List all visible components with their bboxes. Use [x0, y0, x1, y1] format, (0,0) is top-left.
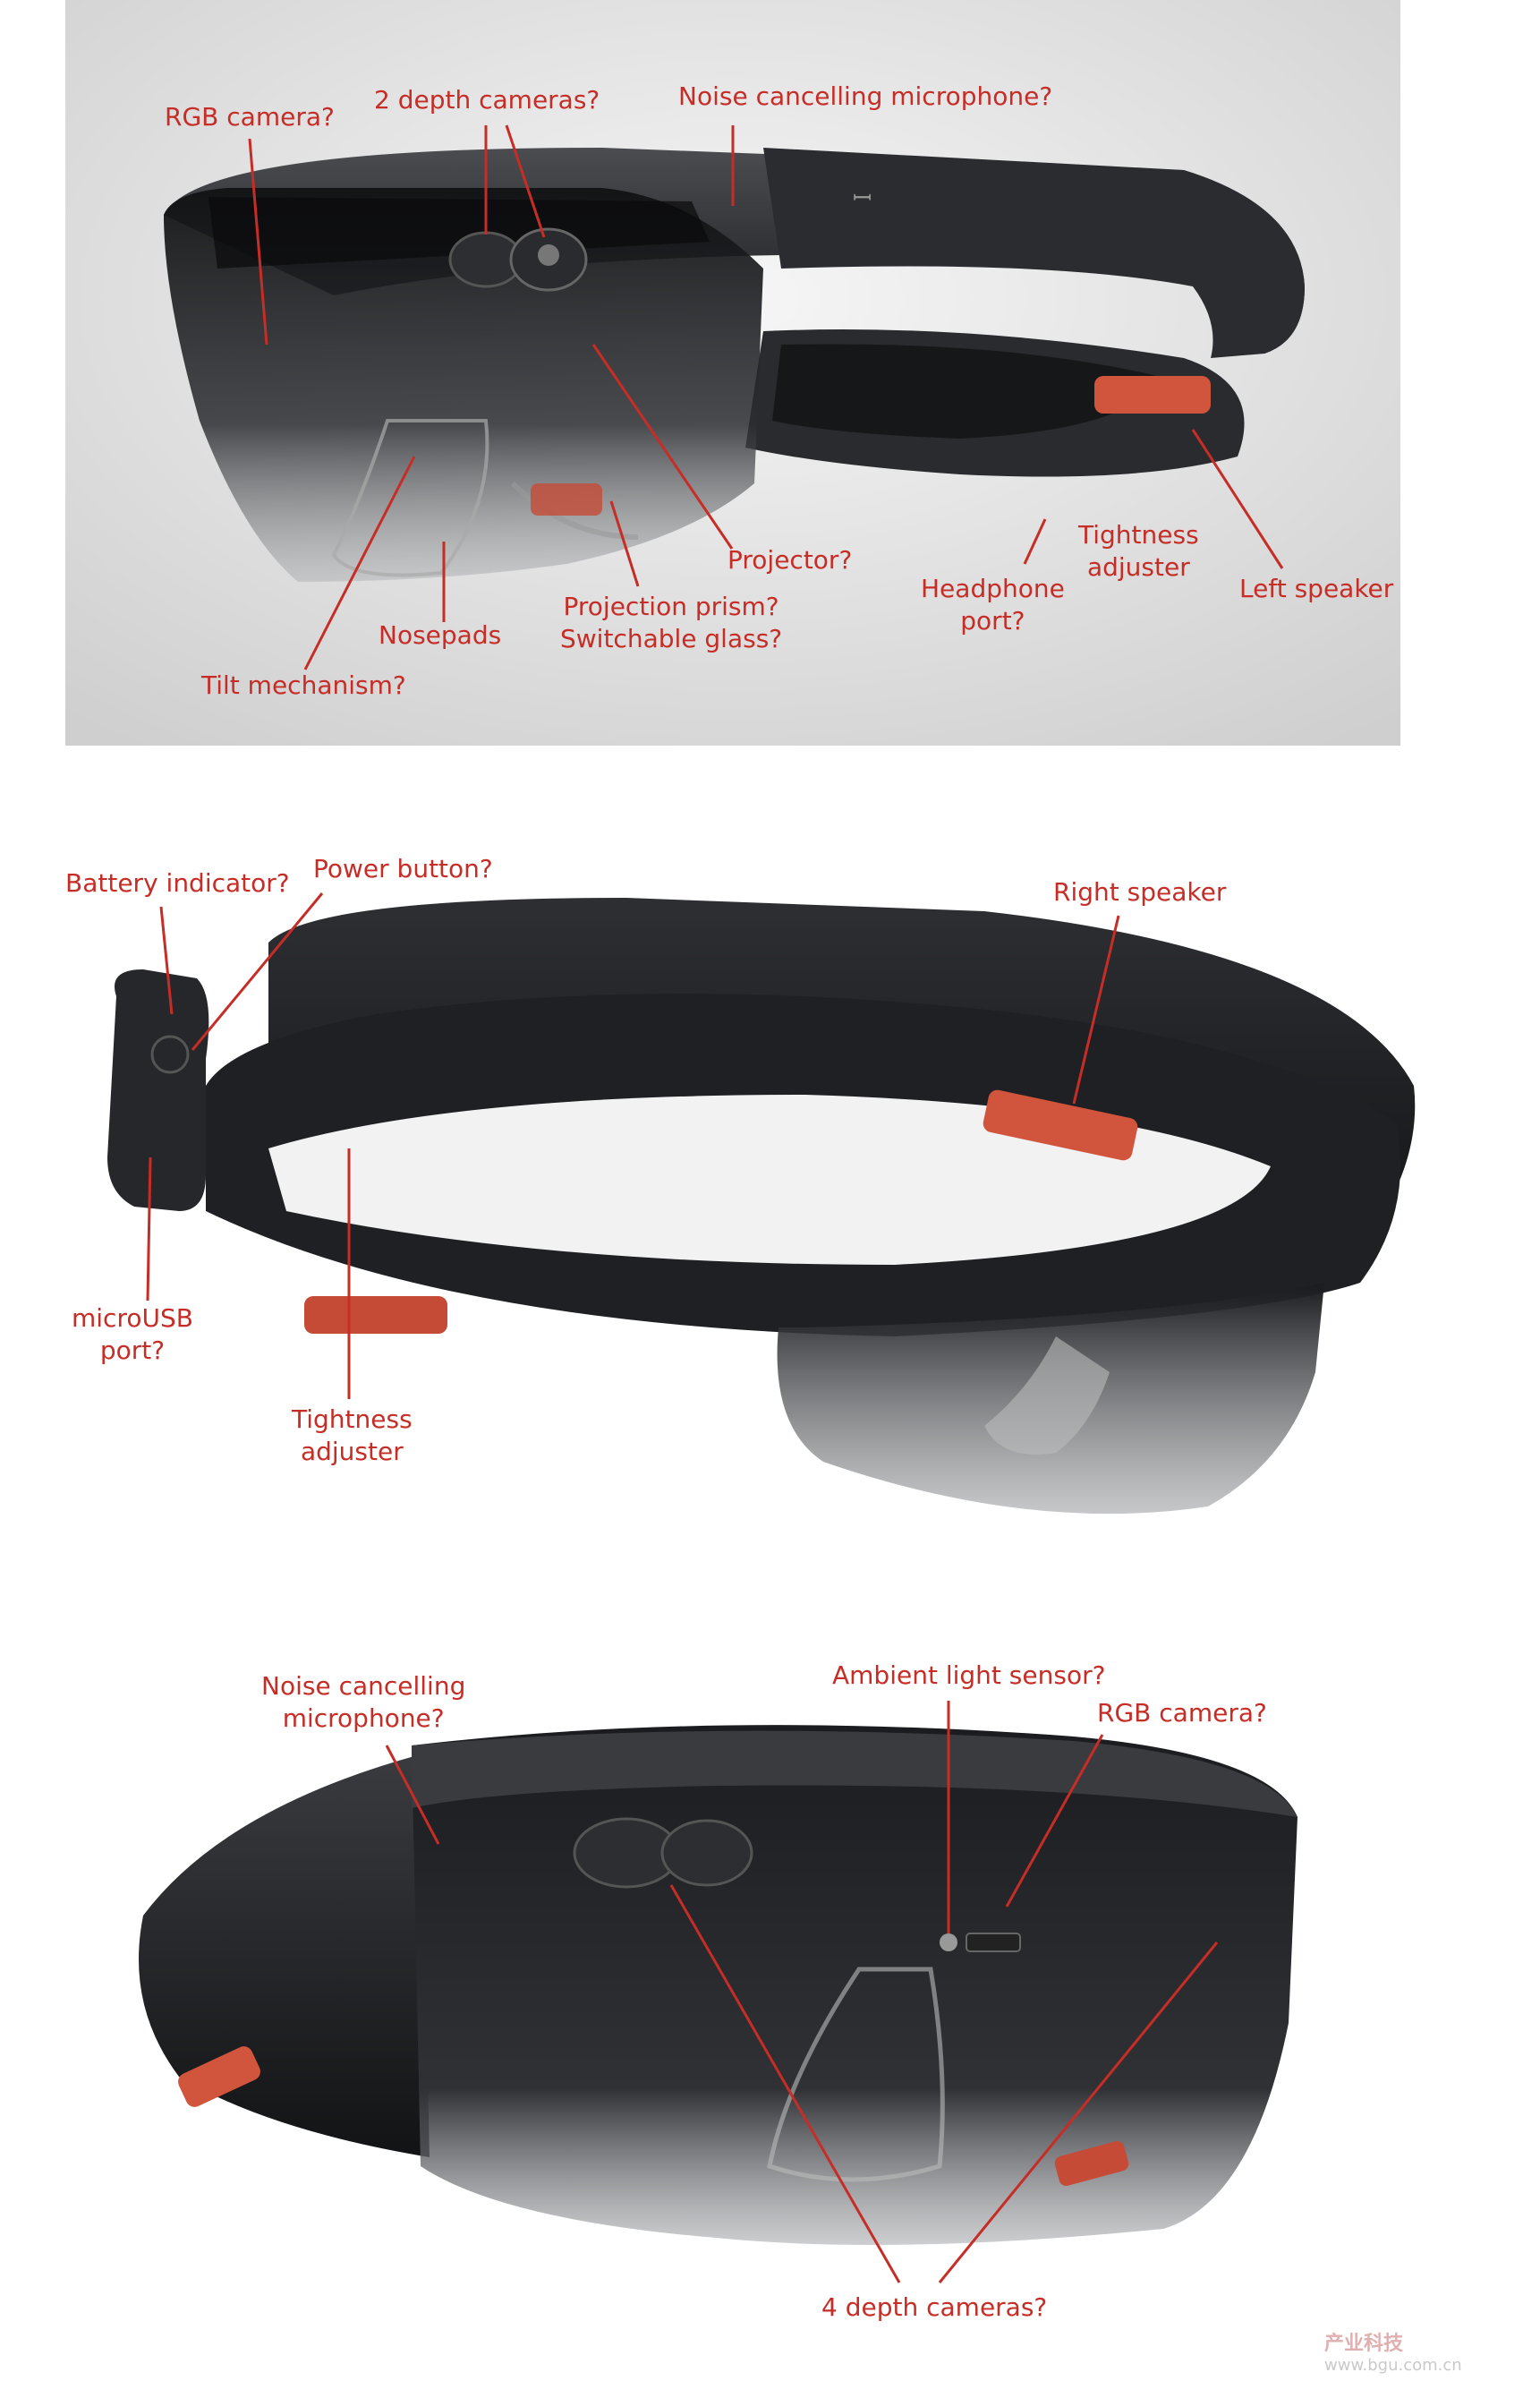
- label-tightness-adjuster-mid: Tightness adjuster: [292, 1404, 413, 1468]
- label-projector: Projector?: [727, 545, 853, 575]
- label-right-speaker: Right speaker: [1053, 877, 1227, 907]
- label-microusb-line1: microUSB: [72, 1303, 193, 1333]
- label-battery-indicator: Battery indicator?: [65, 868, 290, 898]
- label-tightness-line2: adjuster: [1086, 552, 1190, 582]
- depth-camera-lens: [538, 244, 559, 266]
- headset-underside-illustration: [139, 1725, 1298, 2245]
- visor: [412, 1725, 1298, 2245]
- rgb-camera-icon: [966, 1933, 1021, 1952]
- watermark-url: www.bgu.com.cn: [1324, 2356, 1462, 2375]
- right-speaker-orange: [983, 1089, 1138, 1161]
- label-noise-mic: Noise cancelling microphone?: [678, 81, 1053, 111]
- power-button-icon: [150, 1035, 190, 1074]
- headset-underside-photo: Noise cancelling microphone? Ambient lig…: [0, 1575, 1540, 2381]
- label-headphone-port-line1: Headphone: [921, 574, 1065, 603]
- headband-outer: [268, 898, 1416, 1265]
- label-tightness-mid-line1: Tightness: [292, 1404, 413, 1434]
- label-headphone-port-line2: port?: [960, 606, 1025, 636]
- label-4-depth-cameras: 4 depth cameras?: [821, 2292, 1048, 2322]
- tightness-adjuster-orange: [178, 2046, 260, 2107]
- label-left-speaker: Left speaker: [1239, 574, 1394, 603]
- headband-left: [139, 1754, 430, 2157]
- label-tightness-line1: Tightness: [1078, 520, 1199, 550]
- logo-glyph: ꟷ: [853, 185, 872, 212]
- label-noise-mic-line2: microphone?: [282, 1703, 445, 1733]
- label-tightness-mid-line2: adjuster: [300, 1437, 404, 1466]
- label-rgb-camera-bottom: RGB camera?: [1097, 1698, 1267, 1728]
- label-nosepads: Nosepads: [379, 620, 502, 650]
- label-noise-mic-bottom: Noise cancelling microphone?: [261, 1670, 465, 1735]
- tightness-adjuster-orange: [1094, 376, 1211, 414]
- label-microusb-line2: port?: [99, 1336, 166, 1365]
- label-projection-prism-line2: Switchable glass?: [560, 624, 783, 653]
- label-headphone-port: Headphone port?: [921, 573, 1065, 637]
- headset-rear-photo: Battery indicator? Power button? Right s…: [0, 746, 1540, 1575]
- label-noise-mic-line1: Noise cancelling: [261, 1671, 466, 1701]
- label-tightness-adjuster-top: Tightness adjuster: [1078, 519, 1199, 584]
- watermark-brand: 产业科技: [1324, 2333, 1404, 2355]
- depth-camera-pod-right: [660, 1819, 753, 1887]
- watermark: 产业科技 www.bgu.com.cn: [1324, 2327, 1462, 2375]
- label-power-button: Power button?: [313, 854, 493, 883]
- nosepad: [984, 1336, 1110, 1455]
- visor-sensor-bar: [208, 197, 710, 269]
- ambient-light-sensor-icon: [940, 1933, 957, 1951]
- label-projection-prism-line1: Projection prism?: [563, 592, 779, 621]
- label-ambient-light-sensor: Ambient light sensor?: [832, 1660, 1106, 1690]
- headset-front-photo: ꟷ RGB camera? 2 depth cameras? Noise can…: [65, 0, 1400, 746]
- label-microusb-port: microUSB port?: [72, 1302, 193, 1367]
- label-rgb-camera: RGB camera?: [165, 102, 335, 132]
- label-2-depth-cameras: 2 depth cameras?: [374, 85, 600, 115]
- battery-pod: [107, 969, 209, 1211]
- label-projection-prism: Projection prism? Switchable glass?: [560, 591, 782, 655]
- label-tilt-mechanism: Tilt mechanism?: [201, 670, 406, 700]
- tightness-adjuster-orange: [304, 1296, 447, 1334]
